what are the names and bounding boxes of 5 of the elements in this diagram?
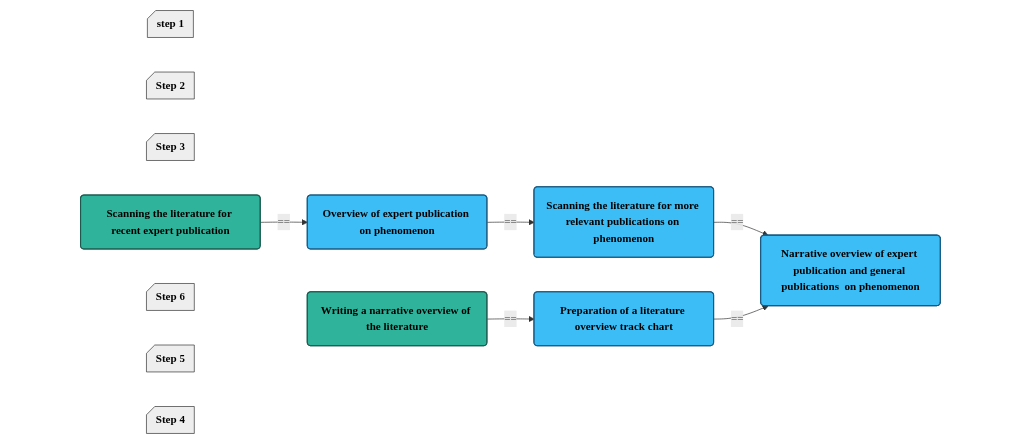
edge-label: == [504, 215, 517, 228]
edge-label: == [730, 312, 744, 325]
edge-label: == [504, 312, 517, 325]
edge-label: == [730, 215, 744, 228]
edge-label: == [277, 215, 291, 228]
